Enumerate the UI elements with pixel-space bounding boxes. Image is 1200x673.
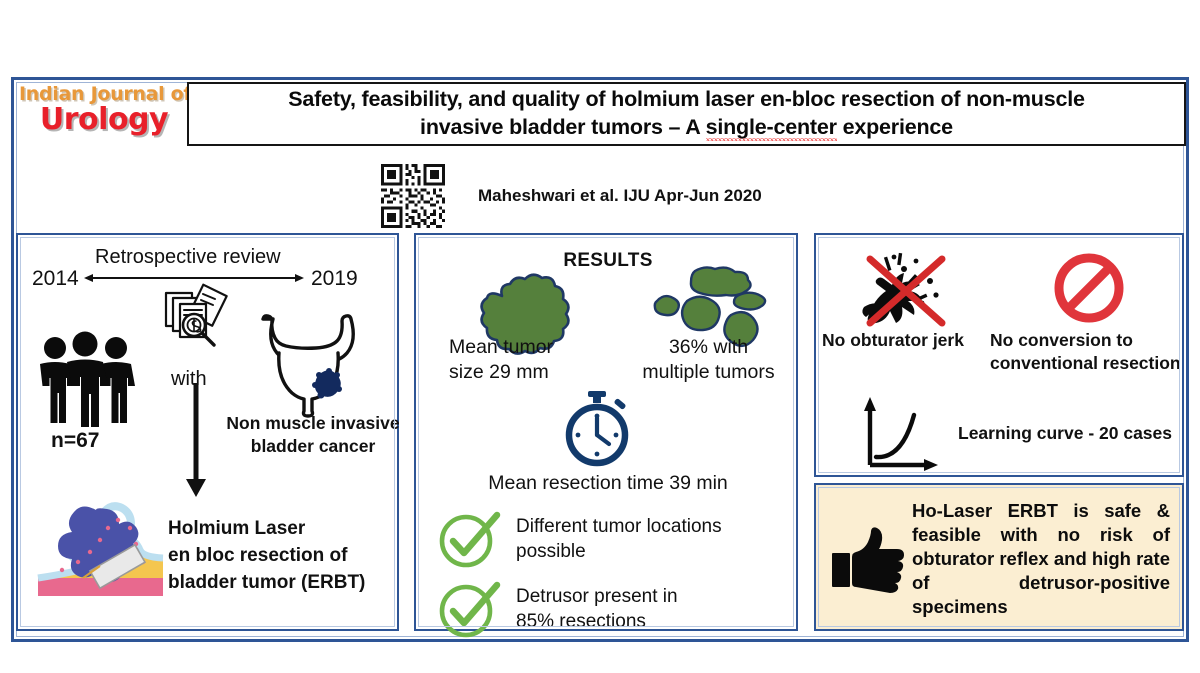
retrospective-review-label: Retrospective review [95,246,281,268]
check-item-2-label: Detrusor present in 85% resections [516,584,678,635]
title-line-2a: invasive bladder tumors – A [420,115,706,139]
tumor-size-label: Mean tumor size 29 mm [449,335,553,386]
no-conversion-line-2: conventional resection [990,353,1181,374]
multiple-tumors-label: 36% with multiple tumors [621,335,796,386]
citation-text: Maheshwari et al. IJU Apr-Jun 2020 [478,186,762,205]
page-title: Safety, feasibility, and quality of holm… [278,86,1095,141]
qr-code-svg [381,164,445,228]
thumbs-up-icon [832,527,904,593]
title-misspelled-word: single-center [705,115,837,139]
laser-resection-illustration [37,500,164,600]
results-heading: RESULTS [563,250,653,271]
journal-logo: Indian Journal of Urology [19,83,192,147]
intervention-line-3: bladder tumor (ERBT) [168,571,366,593]
impact-burst-crossed-out-icon [858,251,952,335]
title-line-1: Safety, feasibility, and quality of holm… [288,87,1085,112]
intervention-line-2: en bloc resection of [168,544,348,566]
conclusion-text: Ho-Laser ERBT is safe & feasible with no… [912,500,1171,618]
intervention-label: Holmium Laser en bloc resection of bladd… [168,516,365,597]
people-icon [34,331,138,427]
check-item-2-line-1: Detrusor present in [516,586,678,607]
year-end-label: 2019 [311,267,358,290]
tumor-size-line-1: Mean tumor [449,336,554,358]
check-circle-icon [438,580,501,640]
resection-time-label: Mean resection time 39 min [488,472,728,494]
disease-line-1: Non muscle invasive [226,413,400,433]
safety-panel: No obturator jerk No conversion to conve… [814,233,1184,477]
methods-panel: 2014 Retrospective review 2019 [16,233,400,631]
timeline-arrow-icon [83,271,305,285]
learning-curve-chart-icon [860,395,942,471]
multiple-tumors-line-2: multiple tumors [642,361,775,384]
no-obturator-jerk-label: No obturator jerk [822,330,964,350]
no-conversion-label: No conversion to conventional resection [990,329,1181,375]
prohibition-icon [1052,251,1126,325]
check-circle-icon [438,510,501,570]
multiple-tumors-line-1: 36% with [668,336,749,358]
single-tumor-icon [476,273,572,362]
journal-logo-line1: Indian Journal of [19,83,192,105]
bladder-with-tumor-icon [259,309,365,419]
check-item-2-line-2: 85% resections [516,611,646,633]
year-start-label: 2014 [32,267,79,290]
check-item-1-line-1: Different tumor locations [516,516,722,537]
disease-line-2: bladder cancer [250,436,376,457]
down-arrow-icon [183,383,209,498]
title-box: Safety, feasibility, and quality of holm… [187,82,1186,146]
tumor-size-line-2: size 29 mm [449,361,549,384]
cohort-size-label: n=67 [51,429,100,452]
stopwatch-icon [559,391,635,467]
qr-code-icon[interactable] [378,164,448,228]
multiple-tumors-icon [651,265,771,361]
no-conversion-line-1: No conversion to [990,330,1133,350]
check-item-1-label: Different tumor locations possible [516,514,722,565]
journal-logo-line2: Urology [39,102,169,137]
title-line-2b: experience [836,115,954,139]
learning-curve-label: Learning curve - 20 cases [958,423,1172,443]
results-panel: RESULTS Mean tumor size 29 mm 36% with m… [414,233,798,638]
documents-magnifier-icon [160,281,232,351]
conclusion-box: Ho-Laser ERBT is safe & feasible with no… [814,483,1184,631]
intervention-line-1: Holmium Laser [168,518,306,539]
check-item-1-line-2: possible [516,541,586,563]
disease-label: Non muscle invasive bladder cancer [223,412,403,458]
